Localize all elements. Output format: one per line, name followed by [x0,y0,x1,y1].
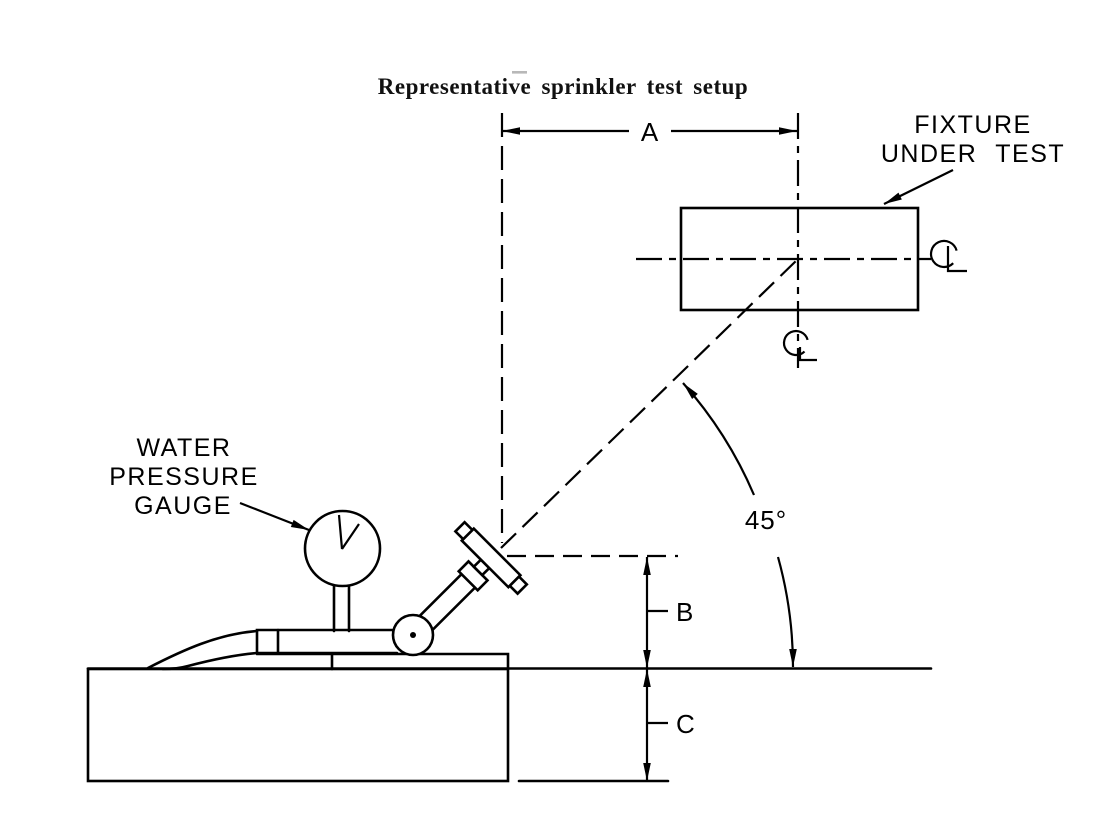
sprinkler-head-cap-lower [507,574,529,596]
gauge-leader-arrow [239,501,310,532]
water-pressure-gauge [303,509,382,588]
gauge-needle [337,514,360,550]
diagram-title: Representative sprinkler test setup [378,74,748,99]
angle-arc-upper [682,382,756,496]
dimension-a-label: A [641,117,659,147]
dimension-b-label: B [676,597,694,627]
fixture-callout-line1: FIXTURE [914,111,1031,139]
gauge-callout: WATER PRESSURE GAUGE [109,434,310,532]
sprinkler-head-cap-upper [453,520,475,542]
gauge-callout-line3: GAUGE [134,492,232,520]
gauge-callout-line2: PRESSURE [109,463,259,491]
supply-pipe [255,628,399,655]
table-box [86,667,510,783]
centerline-symbol-bottom [782,330,817,362]
fixture-callout: FIXTURE UNDER TEST [881,111,1065,205]
fixture-callout-line2: UNDER TEST [881,140,1065,168]
supply-hose [146,629,259,671]
centerline-symbol-right [929,239,967,273]
dimension-c: C [517,669,696,783]
fixture-rect [679,206,920,312]
riser-collar [456,559,490,593]
elbow-pivot-dot [410,632,416,638]
dimension-c-label: C [676,709,696,739]
dimension-b: B [643,557,694,668]
scan-artifact-mark [512,71,527,74]
angle-dimension: 45° [682,382,797,668]
mounting-plate [255,652,510,671]
dimension-a: A [502,117,797,147]
fixture-leader-arrow [883,169,954,205]
spray-trajectory-dashed-line [500,258,799,549]
gauge-stem [332,583,351,633]
gauge-callout-line1: WATER [137,434,232,462]
angle-label: 45° [745,505,787,535]
angle-arc-lower [776,556,797,668]
elbow-joint [391,613,435,657]
